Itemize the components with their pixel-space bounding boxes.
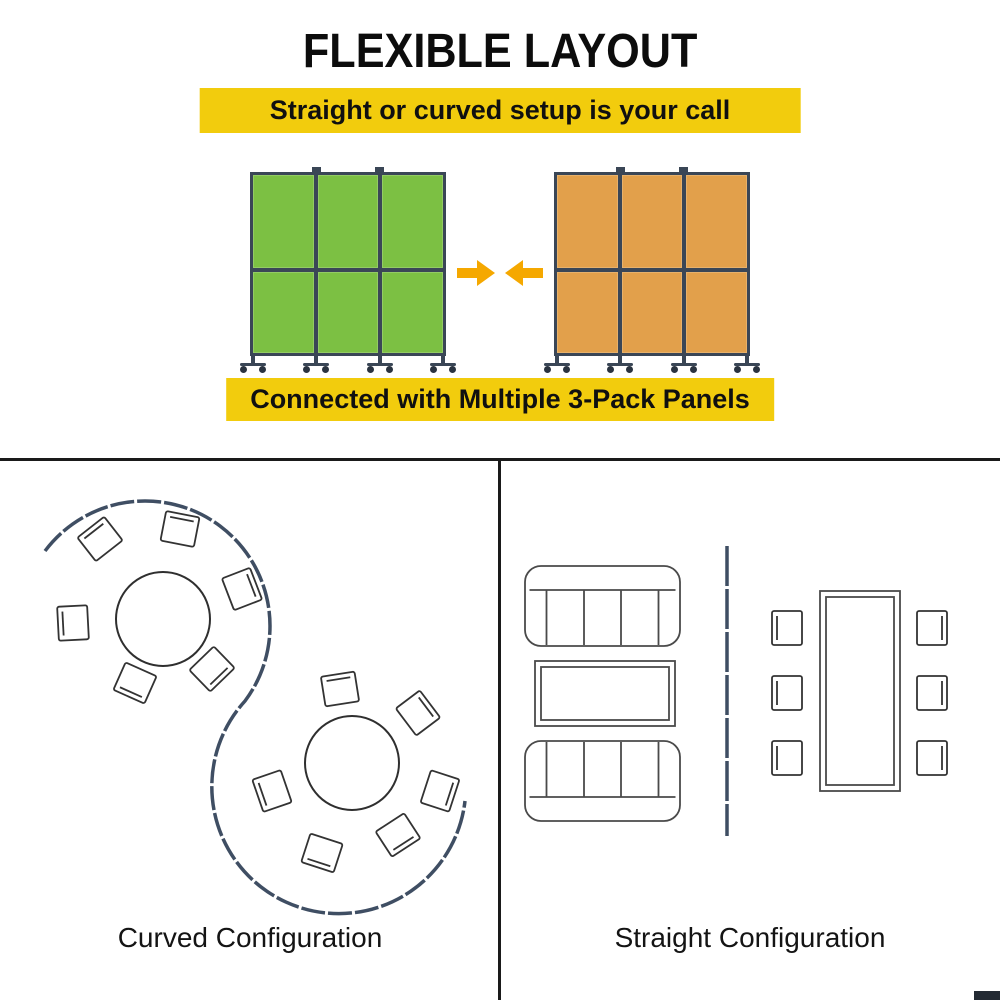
chair [112,661,158,705]
connector-tab [375,167,385,175]
chair [771,740,803,776]
green-panel-grid [250,167,446,356]
chair [221,566,263,612]
connector-tab [679,167,689,175]
chair [319,670,361,708]
panel-cell [382,175,443,269]
arrow-left-icon [505,260,543,286]
straight-configuration-label: Straight Configuration [614,922,886,953]
page-title: FLEXIBLE LAYOUT [302,25,698,78]
panel-cell [382,272,443,353]
top-banner: Straight or curved setup is your call [199,88,801,133]
panel-cell [317,272,379,353]
panel-cell [621,175,683,269]
sofa [524,565,681,647]
connector-tab [615,167,625,175]
caster-wheel [734,356,760,374]
long-table-inner [825,596,895,786]
arrow-right-icon [457,260,495,286]
chair [771,610,803,646]
caster-wheel [607,356,633,374]
green-divider-illustration [240,167,456,374]
orange-divider-illustration [544,167,760,374]
panel-cell [557,175,618,269]
round-table [304,715,400,811]
panel-cell [253,175,314,269]
conference-group [771,590,948,792]
chair [159,510,201,548]
caster-row [544,356,760,374]
round-table-2-group [251,670,461,874]
chair [916,610,948,646]
chair [300,832,344,874]
panel-illustration-row [0,167,1000,374]
caster-wheel [303,356,329,374]
panel-cell [557,272,618,353]
connector-tab [311,167,321,175]
panel-cell [317,175,379,269]
chair [394,689,442,737]
caption-banner: Connected with Multiple 3-Pack Panels [226,378,774,421]
caster-wheel [671,356,697,374]
panel-cell [253,272,314,353]
sofa [524,740,681,822]
corner-watermark [974,991,1000,1000]
caster-wheel [544,356,570,374]
orange-panel-grid [554,167,750,356]
straight-configuration-diagram [524,546,948,836]
round-table-1-group [56,510,263,705]
connection-arrows [456,258,544,288]
caster-wheel [240,356,266,374]
caster-row [240,356,456,374]
caster-wheel [367,356,393,374]
panel-cell [686,272,747,353]
chair [374,812,422,858]
curved-configuration-label: Curved Configuration [117,922,383,953]
chair [916,675,948,711]
chair [76,515,124,563]
chair [56,604,90,642]
chair [916,740,948,776]
chair [251,769,293,813]
coffee-table-inner [540,666,670,721]
panel-cell [621,272,683,353]
chair [771,675,803,711]
caster-wheel [430,356,456,374]
curved-configuration-diagram [43,499,467,916]
curved-partition-line [43,499,467,916]
vertical-divider-rule [498,458,501,1000]
lounge-group [524,565,681,822]
round-table [115,571,211,667]
chair [419,769,461,813]
panel-cell [686,175,747,269]
